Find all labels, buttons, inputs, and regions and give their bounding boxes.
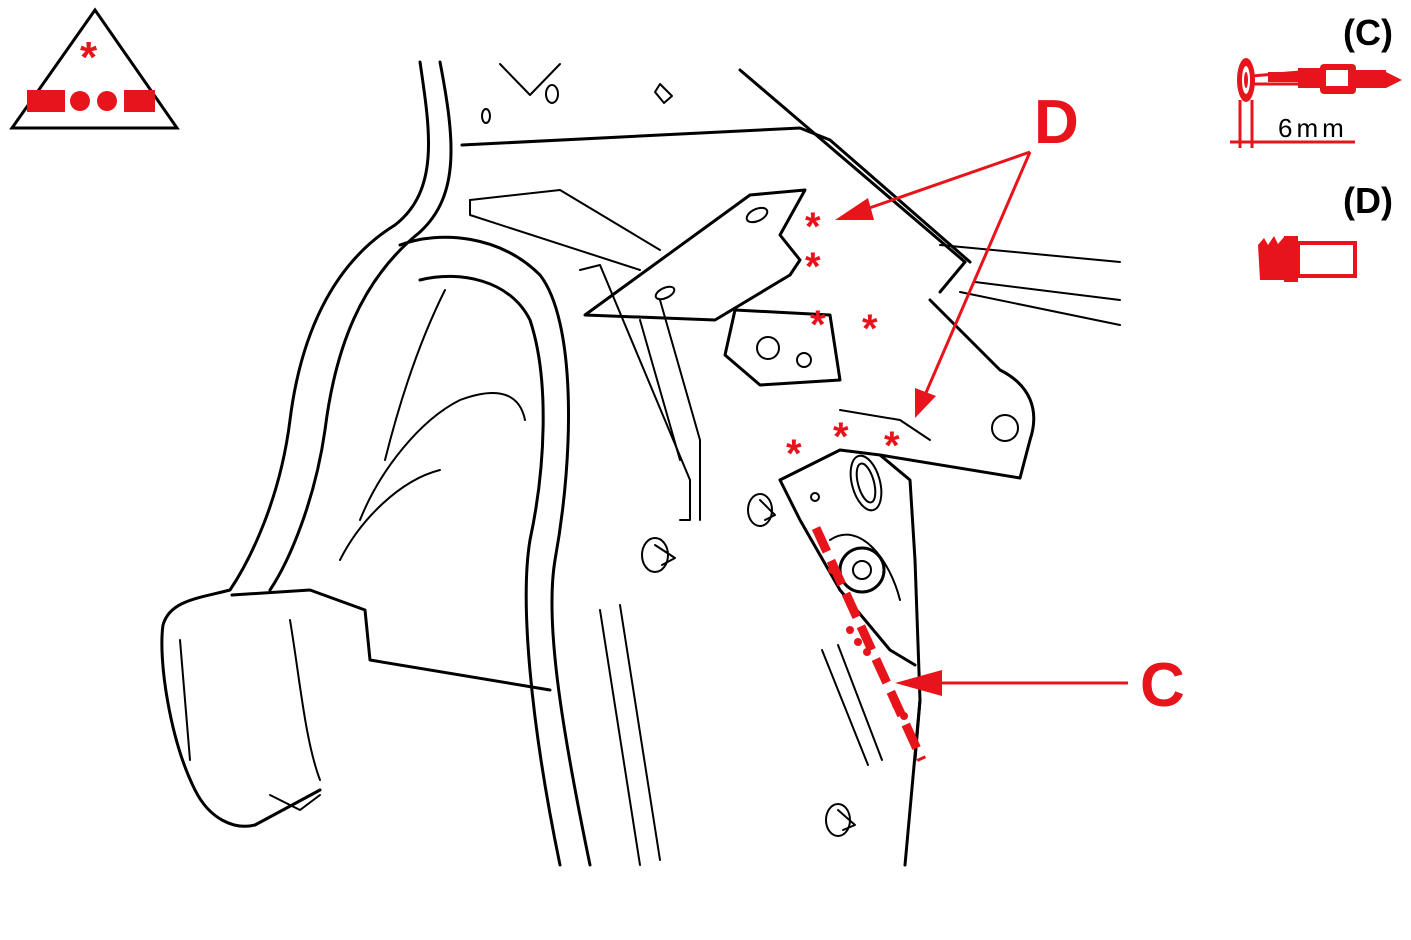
legend-bar-right xyxy=(124,90,155,112)
plug-weld-line xyxy=(811,526,927,762)
spot-weld-markers: * * * * * * * xyxy=(786,205,900,476)
tool-c: (C) 6mm xyxy=(1230,12,1402,148)
tool-d-heading: (D) xyxy=(1343,180,1393,221)
weld-marker-2: * xyxy=(805,245,821,289)
clip-1 xyxy=(747,493,776,527)
callout-c: C xyxy=(895,651,1185,720)
callout-c-label: C xyxy=(1140,651,1185,720)
tool-c-dimension: 6mm xyxy=(1278,113,1348,143)
clip-3 xyxy=(825,803,856,837)
body-panel-drawing xyxy=(160,60,1121,867)
callout-d: D xyxy=(835,88,1079,418)
callout-d-label: D xyxy=(1034,88,1079,157)
tool-d: (D) xyxy=(1258,180,1393,282)
tool-c-heading: (C) xyxy=(1343,12,1393,53)
weld-marker-3: * xyxy=(810,303,826,347)
legend-dot-1 xyxy=(70,91,90,111)
weld-marker-1: * xyxy=(805,205,821,249)
legend-triangle: * xyxy=(9,7,180,130)
weld-marker-7: * xyxy=(884,424,900,468)
legend-asterisk: * xyxy=(80,33,98,82)
legend-dot-2 xyxy=(97,91,117,111)
weld-marker-6: * xyxy=(833,415,849,459)
clip-2 xyxy=(641,537,676,573)
weld-marker-5: * xyxy=(786,432,802,476)
weld-marker-4: * xyxy=(862,307,878,351)
legend-bar-left xyxy=(27,90,65,112)
